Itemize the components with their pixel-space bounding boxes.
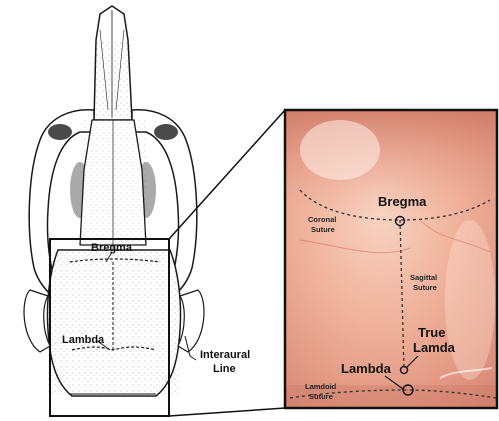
photo-label-coronal-1: Coronal (308, 215, 336, 224)
photo-label-coronal-2: Suture (311, 225, 335, 234)
photo-label-lamdoid-1: Lamdoid (305, 382, 337, 391)
drawing-label-bregma: Bregma (91, 242, 133, 254)
photo-label-lamda: Lamda (413, 340, 456, 355)
drawing-label-lambda: Lambda (62, 334, 105, 346)
connector-bottom (169, 408, 285, 416)
photo-label-sagittal-1: Sagittal (410, 273, 437, 282)
photo-inset (285, 110, 497, 408)
photo-label-lambda: Lambda (341, 361, 392, 376)
photo-label-true: True (418, 325, 445, 340)
photo-label-lamdoid-2: Suture (309, 392, 333, 401)
drawing-label-interaural-1: Interaural (200, 349, 250, 361)
drawing-label-interaural-2: Line (213, 363, 236, 375)
photo-label-bregma: Bregma (378, 194, 427, 209)
skull-drawing (24, 6, 204, 396)
photo-label-sagittal-2: Suture (413, 283, 437, 292)
